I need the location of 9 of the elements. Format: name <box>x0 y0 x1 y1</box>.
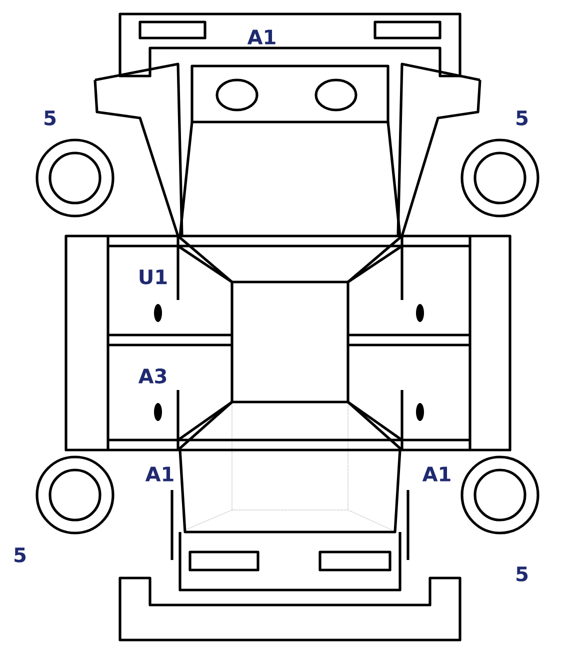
damage-code: A3 <box>137 367 169 385</box>
damage-code: 5 <box>12 546 28 564</box>
damage-code: 5 <box>514 566 530 582</box>
damage-code: A1 <box>421 466 453 482</box>
damage-code: 5 <box>42 110 58 126</box>
damage-code: A1 <box>144 466 176 482</box>
damage-code: U1 <box>136 268 170 286</box>
damage-code: A1 <box>246 28 278 46</box>
damage-code: 5 <box>514 110 530 126</box>
